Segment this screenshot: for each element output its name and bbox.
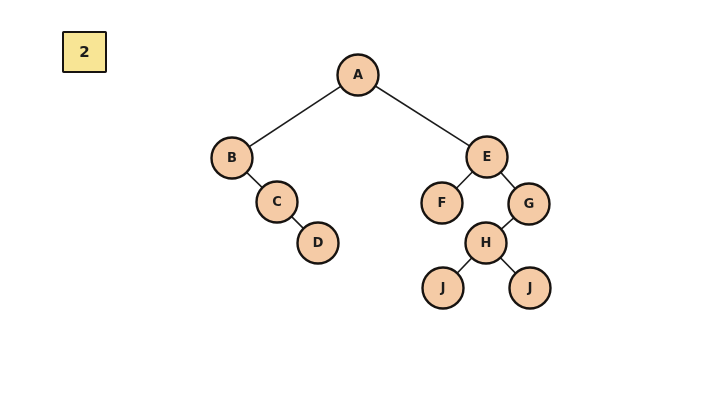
node-circle-F (420, 181, 464, 225)
tree-node-B: B (210, 136, 254, 180)
node-label-F: F (438, 196, 447, 211)
question-number-label: 2 (79, 43, 90, 61)
question-number-badge: 2 (62, 31, 107, 73)
node-label-A: A (353, 68, 363, 83)
node-label-J1: J (440, 281, 446, 296)
tree-node-E: E (465, 135, 509, 179)
node-circle-J2 (508, 266, 552, 310)
tree-node-H: H (464, 221, 508, 265)
node-label-C: C (272, 195, 282, 210)
node-label-G: G (524, 197, 535, 212)
tree-node-C: C (255, 180, 299, 224)
node-label-E: E (483, 150, 492, 165)
tree-node-G: G (507, 182, 551, 226)
node-label-D: D (313, 236, 324, 251)
node-circle-H (464, 221, 508, 265)
node-circle-J1 (421, 266, 465, 310)
node-circle-G (507, 182, 551, 226)
tree-node-A: A (336, 53, 380, 97)
tree-node-F: F (420, 181, 464, 225)
node-label-H: H (481, 236, 492, 251)
node-circle-E (465, 135, 509, 179)
tree-node-D: D (296, 221, 340, 265)
tree-node-J2: J (508, 266, 552, 310)
node-circle-C (255, 180, 299, 224)
tree-edge-A-B (231, 74, 359, 159)
node-circle-A (336, 53, 380, 97)
node-circle-D (296, 221, 340, 265)
tree-edge-A-E (357, 74, 488, 158)
node-circle-B (210, 136, 254, 180)
tree-node-J1: J (421, 266, 465, 310)
node-label-B: B (227, 151, 237, 166)
node-label-J2: J (527, 281, 533, 296)
